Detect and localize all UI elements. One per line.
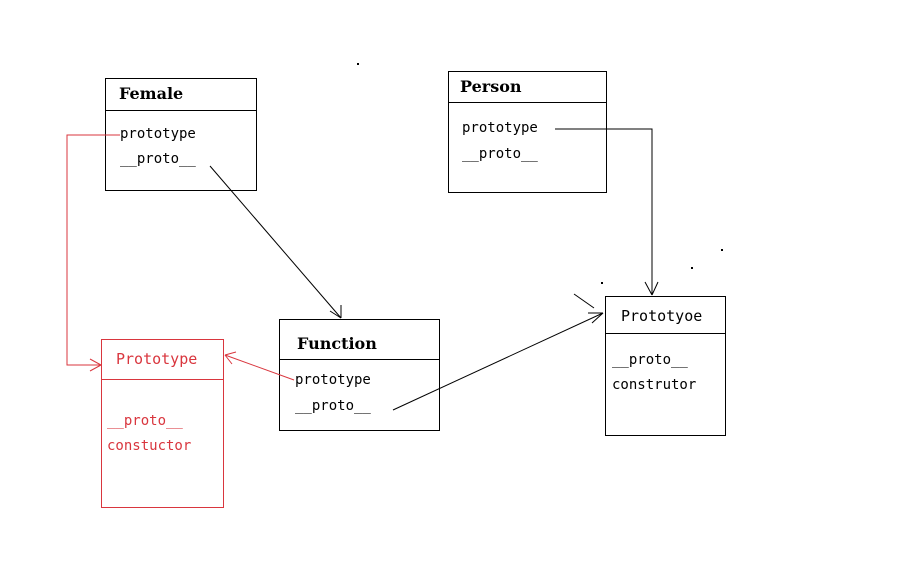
person-header (449, 72, 606, 103)
person-title: Person (460, 77, 522, 96)
prototype-red-title: Prototype (116, 350, 198, 368)
prototype-red-field-constuctor: constuctor (107, 438, 192, 454)
female-field-prototype: prototype (120, 126, 196, 142)
prototype-red-field-proto: __proto__ (107, 413, 183, 429)
prototype-right-field-construtor: construtor (612, 377, 697, 393)
function-title: Function (297, 334, 377, 353)
function-field-proto: __proto__ (295, 398, 371, 414)
prototype-right-box: Prototyoe __proto__ construtor (605, 296, 726, 436)
person-box: Person prototype __proto__ (448, 71, 607, 193)
prototype-red-box: Prototype __proto__ constuctor (101, 339, 224, 508)
female-header (106, 79, 256, 111)
person-field-proto: __proto__ (462, 146, 538, 162)
female-box: Female prototype __proto__ (105, 78, 257, 191)
female-title: Female (119, 84, 184, 103)
function-field-prototype: prototype (295, 372, 371, 388)
function-header (280, 320, 439, 360)
person-field-prototype: prototype (462, 120, 538, 136)
prototype-right-title: Prototyoe (621, 307, 703, 325)
prototype-right-field-proto: __proto__ (612, 352, 688, 368)
function-box: Function prototype __proto__ (279, 319, 440, 431)
female-field-proto: __proto__ (120, 151, 196, 167)
prototype-red-header (102, 340, 223, 380)
prototype-right-header (606, 297, 725, 334)
